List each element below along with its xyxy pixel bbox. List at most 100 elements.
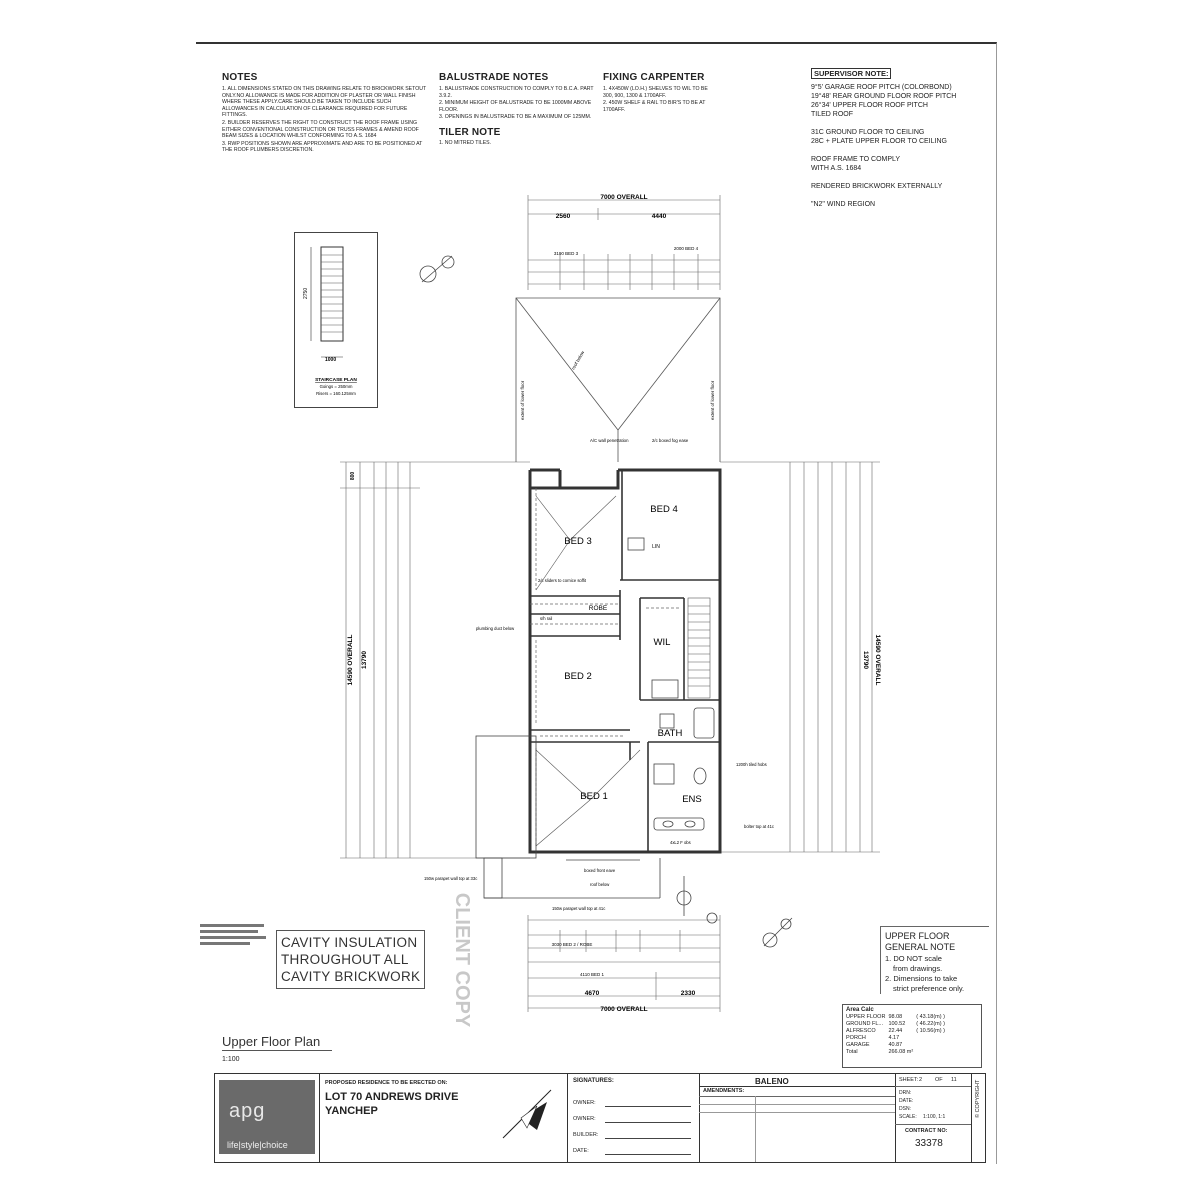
fixing-item-2: 2. 450w SHELF & RAIL TO BIR'S TO BE AT 1…: [603, 100, 706, 113]
supervisor-line: 19°48' REAR GROUND FLOOR ROOF PITCH: [811, 93, 957, 100]
table-row: GROUND FL...100.52( 46.22(m) ): [846, 1021, 948, 1028]
area-label: ALFRESCO: [846, 1028, 876, 1034]
supervisor-line: 26°34' UPPER FLOOR ROOF PITCH: [811, 102, 928, 109]
balustrade-item-2: 2. MINIMUM HEIGHT OF BALUSTRADE TO BE 10…: [439, 100, 592, 113]
shelf-rail-callout: s/h rail: [540, 616, 552, 621]
note-item-2: 2. BUILDER RESERVES THE RIGHT TO CONSTRU…: [222, 119, 419, 140]
left-top-dim: 800: [350, 472, 356, 481]
general-note-item-2a: 2. Dimensions to take: [885, 974, 958, 983]
area-value: 98.08: [888, 1014, 903, 1020]
supervisor-line: 31c GROUND FLOOR TO CEILING: [811, 129, 925, 136]
site-north-arrow: [502, 1089, 552, 1139]
fixing-item-1: 1. 4x450w (LO.H.) SHELVES TO WIL TO BE 3…: [603, 86, 708, 99]
redacted-stamp: [200, 922, 270, 948]
owner2-label: OWNER:: [573, 1116, 596, 1122]
drn-label: DRN:: [899, 1090, 912, 1096]
top-bed-row-left: 3190 BED 3: [554, 251, 579, 256]
area-value: 100.52: [888, 1021, 906, 1027]
plan-scale: 1:100: [222, 1056, 240, 1063]
general-note-item-1a: 1. DO NOT scale: [885, 954, 942, 963]
roof-below-upper: roof below: [571, 349, 586, 370]
room-bath: BATH: [658, 728, 683, 739]
of-label: OF: [935, 1077, 943, 1083]
balustrade-title: BALUSTRADE NOTES: [439, 72, 549, 83]
area-alt: ( 10.56(m) ): [916, 1028, 945, 1034]
area-total-value: 266.08 m²: [888, 1049, 914, 1055]
logo-box: apg life|style|choice: [219, 1080, 315, 1154]
staircase-drawing: 2750 1000 STAIRCASE PLAN Goings = 250mm …: [303, 246, 357, 396]
extent-lower-floor-left: extent of lower floor: [520, 380, 525, 420]
area-value: 40.87: [888, 1042, 903, 1048]
area-label: GARAGE: [846, 1042, 870, 1048]
area-label: UPPER FLOOR: [846, 1014, 886, 1020]
note-item-1: 1. ALL DIMENSIONS STATED ON THIS DRAWING…: [222, 86, 427, 119]
north-arrow-bottom-right: [762, 917, 793, 948]
supervisor-line: WITH A.S. 1684: [811, 165, 862, 172]
bolter-top-callout: bolter top at 41c: [744, 824, 774, 829]
logo-text: apg: [229, 1100, 266, 1122]
supervisor-line: 28c + PLATE UPPER FLOOR TO CEILING: [811, 138, 947, 145]
fixing-carpenter-title: FIXING CARPENTER: [603, 72, 705, 83]
supervisor-line: TILED ROOF: [811, 111, 854, 118]
north-arrow-top: [419, 255, 455, 283]
scale-label: SCALE:: [899, 1114, 917, 1120]
roof-below-front-callout: roof below: [590, 882, 610, 887]
supervisor-line: 9°5' GARAGE ROOF PITCH (COLORBOND): [811, 84, 952, 91]
room-bed-4: BED 4: [650, 504, 677, 515]
staircase-goings: Goings = 250mm: [320, 384, 353, 389]
sliders-cornice-callout: 2/c sliders to cornice soffit: [538, 578, 587, 583]
date-label: DATE:: [573, 1148, 589, 1154]
bottom-dim-right: 2330: [681, 990, 696, 997]
area-value: 22.44: [888, 1028, 903, 1034]
suburb: YANCHEP: [325, 1105, 378, 1117]
tiler-item-1: 1. NO MITRED TILES.: [439, 139, 492, 146]
lot-address: LOT 70 ANDREWS DRIVE: [325, 1091, 459, 1103]
room-wil: WIL: [654, 637, 671, 648]
general-note-title-2: GENERAL NOTE: [885, 942, 956, 952]
plumbing-duct-callout: plumbing duct below: [476, 626, 515, 631]
parapet-wall-callout-front: 150w parapet wall top at 41c: [552, 906, 605, 911]
area-alt: [916, 1035, 948, 1042]
table-row: ALFRESCO 22.44 ( 10.56(m) ): [846, 1028, 948, 1035]
bottom-overall-dim: 7000 OVERALL: [600, 1006, 647, 1013]
ac-penetration-callout: A/C wall penetration: [590, 438, 629, 443]
balustrade-item-1: 1. BALUSTRADE CONSTRUCTION TO COMPLY TO …: [439, 86, 594, 99]
area-alt: ( 43.18(m) ): [916, 1014, 945, 1020]
supervisor-line: "N2" WIND REGION: [811, 201, 876, 208]
top-overall-dim: 7000 OVERALL: [600, 194, 647, 201]
area-label: GROUND FL...: [846, 1021, 883, 1027]
parapet-wall-callout-left: 150w parapet wall top at 33c: [424, 876, 477, 881]
sheet-label: SHEET:: [899, 1077, 919, 1083]
date2-label: DATE:: [899, 1098, 914, 1104]
top-dim-right: 4440: [652, 213, 667, 220]
staircase-width-dim: 1000: [325, 357, 336, 363]
room-bed-1: BED 1: [580, 791, 607, 802]
room-lin: LIN: [652, 544, 660, 550]
notes-block: NOTES 1. ALL DIMENSIONS STATED ON THIS D…: [222, 72, 427, 155]
title-block: apg life|style|choice PROPOSED RESIDENCE…: [214, 1073, 986, 1163]
balustrade-notes-block: BALUSTRADE NOTES 1. BALUSTRADE CONSTRUCT…: [439, 72, 597, 148]
supervisor-title: SUPERVISOR NOTE:: [811, 68, 892, 79]
staircase-length-dim: 2750: [303, 288, 309, 299]
builder-label: BUILDER:: [573, 1132, 599, 1138]
design-name: BALENO: [755, 1077, 789, 1086]
notes-title: NOTES: [222, 72, 258, 83]
cavity-insulation-note: CAVITY INSULATION THROUGHOUT ALL CAVITY …: [276, 930, 426, 989]
area-label: PORCH: [846, 1035, 866, 1041]
extent-lower-floor-right: extent of lower floor: [710, 380, 715, 420]
room-robe: ROBE: [589, 605, 608, 612]
scale-value: 1:100, 1:1: [923, 1114, 946, 1120]
balustrade-item-3: 3. OPENINGS IN BALUSTRADE TO BE A MAXIMU…: [439, 114, 592, 121]
area-alt: [916, 1042, 948, 1049]
plan-title: Upper Floor Plan: [222, 1034, 321, 1049]
drawing-sheet: [196, 42, 997, 1164]
general-note-item-1b: from drawings.: [893, 964, 943, 973]
staircase-title: STAIRCASE PLAN: [315, 377, 357, 383]
right-overall-dim: 14590 OVERALL: [874, 635, 881, 686]
client-copy-watermark: CLIENT COPY: [451, 893, 473, 1028]
boxed-front-eave-callout: boxed front eave: [584, 868, 616, 873]
boxed-fog-ease-callout: 2/c boxed fog ease: [652, 438, 689, 443]
